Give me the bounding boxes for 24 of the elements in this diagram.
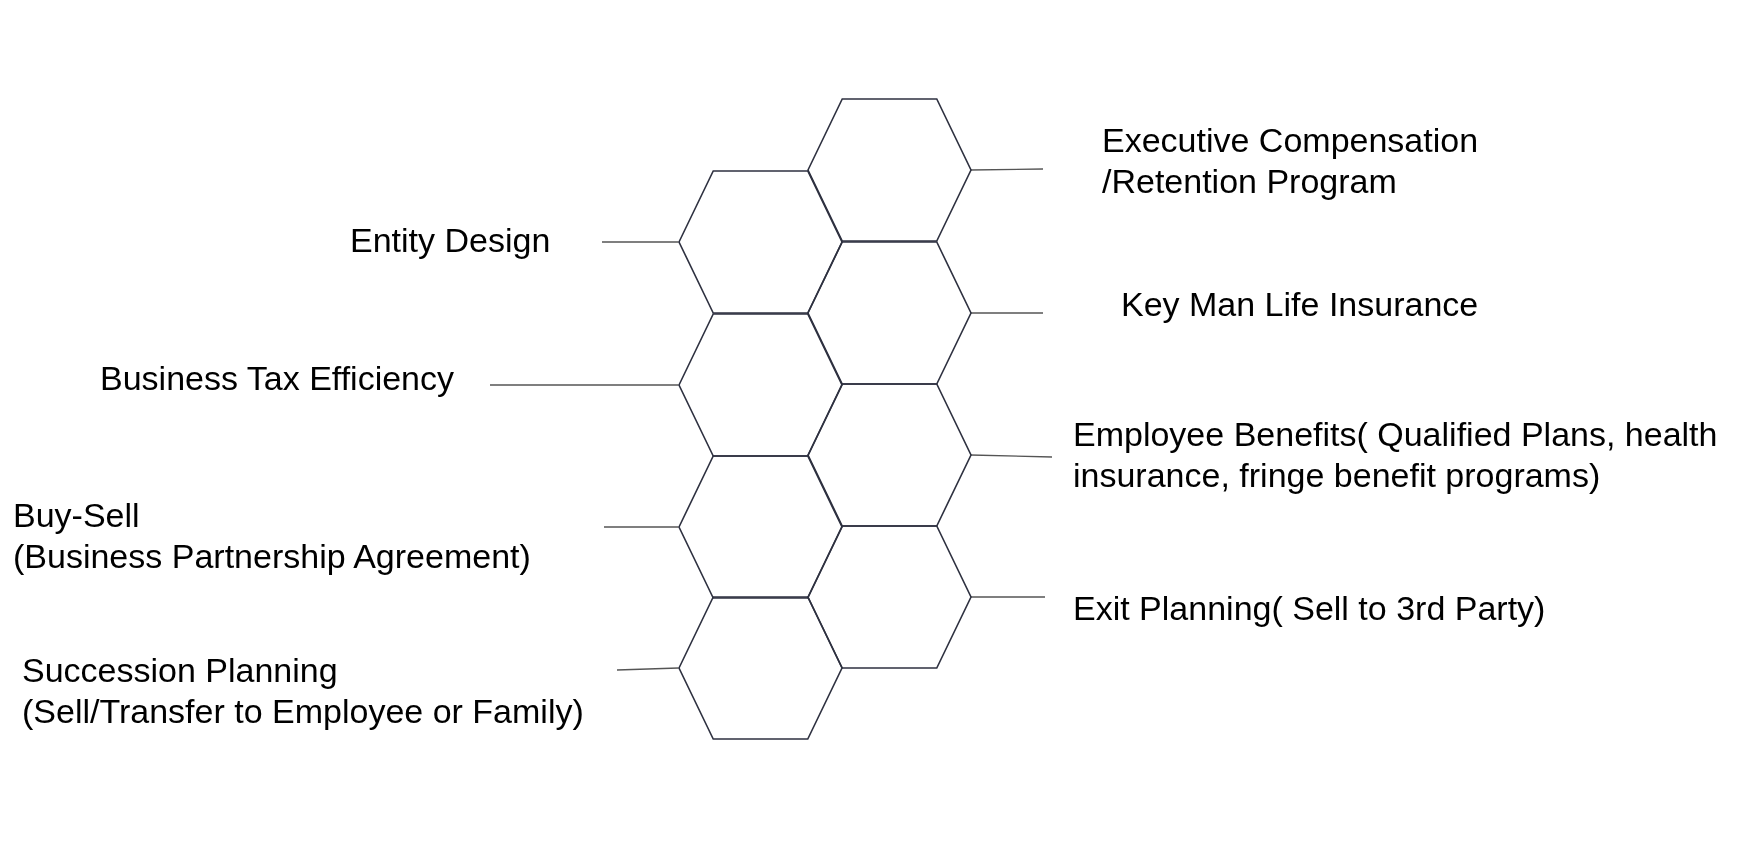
hexagon (678, 597, 842, 739)
hexagon (678, 171, 842, 313)
hexagon (807, 242, 971, 384)
text-label: Succession Planning (Sell/Transfer to Employee or Family) (22, 650, 617, 732)
text-label: Employee Benefits( Qualified Plans, health insurance, fringe benefit programs) (1052, 414, 1758, 496)
hexagon (807, 384, 971, 526)
hexagon (678, 314, 842, 456)
text-label: Executive Compensation /Retention Program (1043, 120, 1563, 202)
leader-line (616, 667, 680, 671)
leader-line (489, 384, 680, 386)
leader-line (969, 596, 1046, 598)
hexagon (678, 456, 842, 598)
leader-line (603, 526, 680, 528)
hexagon (807, 526, 971, 668)
text-label: Business Tax Efficiency (100, 358, 490, 399)
text-label: Entity Design (350, 220, 602, 261)
text-label: Exit Planning( Sell to 3rd Party) (1045, 588, 1605, 629)
leader-line (601, 241, 680, 243)
leader-line (969, 168, 1044, 171)
leader-line (969, 454, 1053, 458)
text-label: Buy-Sell (Business Partnership Agreement) (13, 495, 604, 577)
leader-line (969, 312, 1044, 314)
hexagon (807, 99, 971, 241)
text-label: Key Man Life Insurance (1043, 284, 1563, 325)
